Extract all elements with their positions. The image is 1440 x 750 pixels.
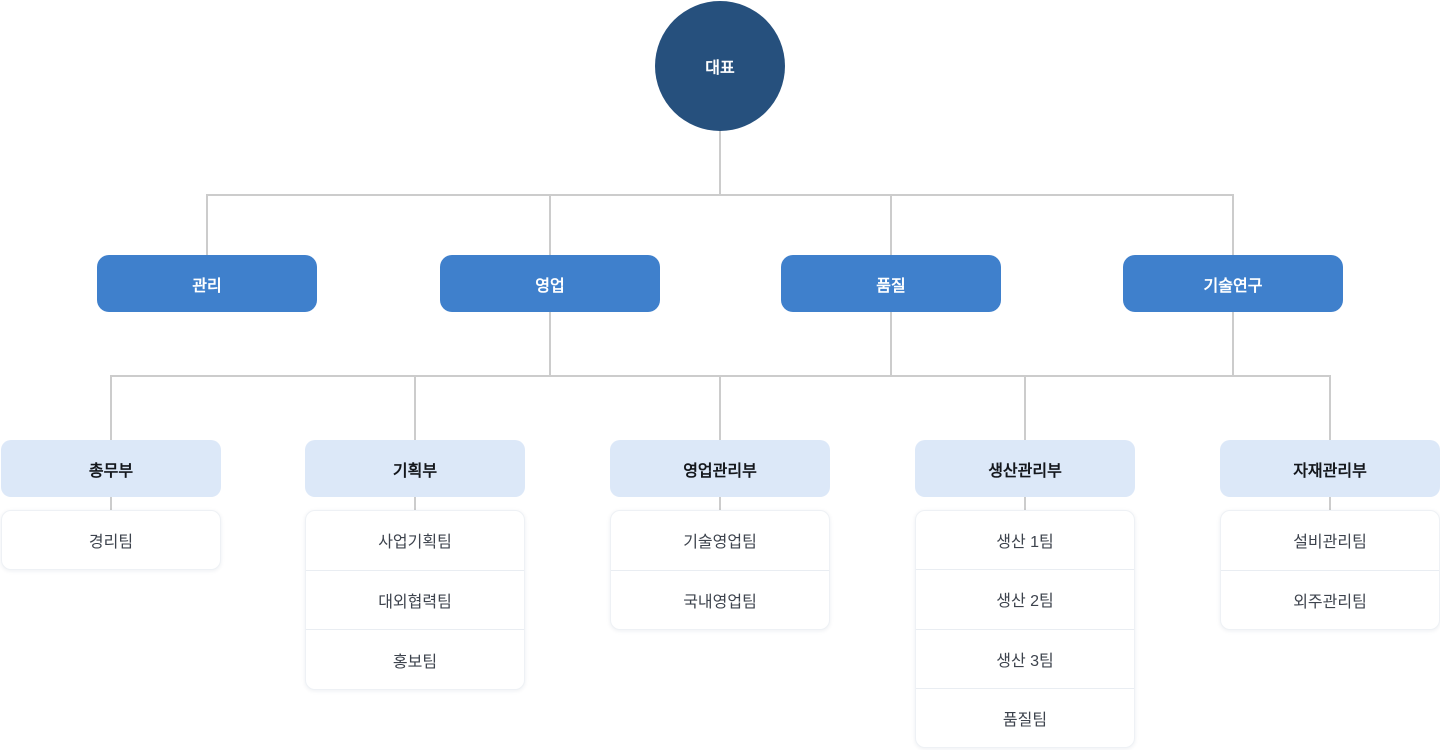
- team-item[interactable]: 외주관리팀: [1221, 569, 1439, 630]
- dept-label: 생산관리부: [988, 462, 1062, 480]
- division-label: 기술연구: [1203, 277, 1263, 295]
- connector-line: [1329, 375, 1331, 440]
- team-list-general-affairs: 경리팀: [1, 510, 221, 570]
- team-list-materials-admin: 설비관리팀 외주관리팀: [1220, 510, 1440, 630]
- connector-line: [1232, 194, 1234, 255]
- team-item[interactable]: 생산 2팀: [916, 569, 1134, 628]
- team-item[interactable]: 설비관리팀: [1293, 534, 1367, 552]
- connector-line: [1329, 497, 1331, 510]
- team-item[interactable]: 생산 3팀: [916, 628, 1134, 688]
- division-box-management[interactable]: 관리: [97, 255, 317, 312]
- dept-box-planning[interactable]: 기획부: [305, 440, 525, 497]
- team-item[interactable]: 대외협력팀: [306, 569, 524, 630]
- dept-label: 기획부: [392, 462, 438, 480]
- division-label: 품질: [876, 277, 906, 295]
- division-box-sales[interactable]: 영업: [440, 255, 660, 312]
- division-label: 관리: [192, 277, 222, 295]
- dept-label: 영업관리부: [683, 462, 757, 480]
- ceo-label: 대표: [705, 60, 735, 77]
- connector-line: [890, 312, 892, 375]
- connector-line: [719, 130, 721, 194]
- team-item[interactable]: 경리팀: [88, 534, 134, 551]
- connector-line: [890, 194, 892, 255]
- connector-line: [110, 375, 112, 440]
- connector-line: [719, 497, 721, 510]
- team-list-planning: 사업기획팀 대외협력팀 홍보팀: [305, 510, 525, 690]
- team-item[interactable]: 사업기획팀: [378, 534, 452, 552]
- connector-line: [549, 194, 551, 255]
- connector-line: [414, 497, 416, 510]
- ceo-node[interactable]: 대표: [655, 1, 785, 131]
- connector-line: [206, 194, 1233, 196]
- team-item[interactable]: 품질팀: [916, 687, 1134, 747]
- dept-label: 총무부: [88, 462, 134, 480]
- team-item[interactable]: 홍보팀: [306, 629, 524, 689]
- connector-line: [1024, 375, 1026, 440]
- connector-line: [719, 375, 721, 440]
- dept-box-sales-admin[interactable]: 영업관리부: [610, 440, 830, 497]
- dept-box-production-admin[interactable]: 생산관리부: [915, 440, 1135, 497]
- connector-line: [1024, 497, 1026, 510]
- dept-box-materials-admin[interactable]: 자재관리부: [1220, 440, 1440, 497]
- dept-label: 자재관리부: [1293, 462, 1367, 480]
- connector-line: [549, 312, 551, 375]
- connector-line: [414, 375, 416, 440]
- dept-box-general-affairs[interactable]: 총무부: [1, 440, 221, 497]
- team-list-sales-admin: 기술영업팀 국내영업팀: [610, 510, 830, 630]
- team-list-production-admin: 생산 1팀 생산 2팀 생산 3팀 품질팀: [915, 510, 1135, 748]
- division-box-quality[interactable]: 품질: [781, 255, 1001, 312]
- division-label: 영업: [535, 277, 565, 295]
- connector-line: [206, 194, 208, 255]
- team-item[interactable]: 생산 1팀: [996, 534, 1054, 552]
- connector-line: [110, 497, 112, 510]
- division-box-tech-research[interactable]: 기술연구: [1123, 255, 1343, 312]
- team-item[interactable]: 기술영업팀: [683, 534, 757, 552]
- team-item[interactable]: 국내영업팀: [611, 569, 829, 630]
- connector-line: [1232, 312, 1234, 375]
